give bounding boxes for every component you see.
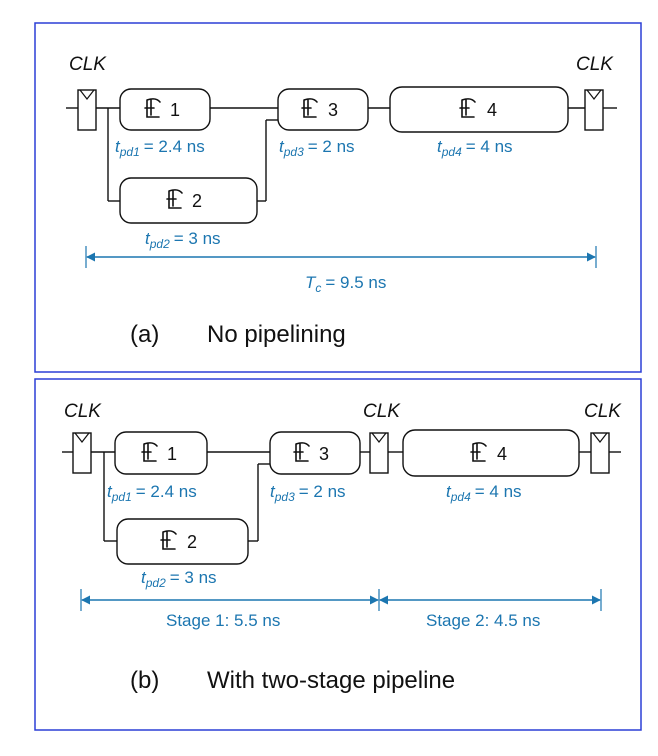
tpd1-label: tpd1= 2.4 ns [115,137,205,159]
cl-block-3: 3 [277,88,369,131]
cl-block-4: 4 [402,429,580,477]
svg-text:2: 2 [187,532,197,552]
caption-a-letter: (a) [130,321,159,348]
stage1-label: Stage 1: 5.5 ns [166,611,280,630]
cl-block-4: 4 [389,86,569,133]
cycle-time-label: Tc= 9.5 ns [305,273,386,295]
cl-block-2: 2 [116,518,249,565]
clk-label-left: CLK [69,54,107,75]
cycle-time-arrow [85,246,597,268]
panel-b-wires [62,451,621,542]
svg-text:1: 1 [170,100,180,120]
tpd2-label: tpd2= 3 ns [145,229,221,251]
svg-text:3: 3 [328,100,338,120]
panel-a-frame [34,22,642,373]
tpd2-label: tpd2= 3 ns [141,568,217,590]
tpd1-label: tpd1= 2.4 ns [107,482,197,504]
tpd3-label: tpd3= 2 ns [279,137,355,159]
clk-label-left: CLK [64,401,102,422]
panel-b-frame [34,378,642,731]
tpd4-label: tpd4= 4 ns [446,482,522,504]
clk-label-mid: CLK [363,401,401,422]
stage-arrows [80,589,602,611]
clk-label-right: CLK [576,54,614,75]
register-flop-icon [72,432,92,474]
caption-a-text: No pipelining [207,321,346,348]
register-flop-icon [590,432,610,474]
panel-a: CLK CLK 1 2 3 4 tpd1= 2.4 ns tpd2= 3 ns … [34,22,642,373]
cl-block-1: 1 [114,431,208,475]
clk-label-right: CLK [584,401,622,422]
svg-text:2: 2 [192,191,202,211]
register-flop-icon [369,432,389,474]
tpd4-label: tpd4= 4 ns [437,137,513,159]
caption-b-letter: (b) [130,667,159,694]
panel-b: CLK CLK CLK 1 2 3 4 tpd1= 2.4 ns tpd2= 3… [34,378,642,731]
panel-a-wires [66,107,617,202]
register-flop-icon [77,89,97,131]
cl-block-1: 1 [119,88,211,131]
caption-b-text: With two-stage pipeline [207,667,455,694]
svg-text:3: 3 [319,444,329,464]
cl-block-3: 3 [269,431,361,475]
stage2-label: Stage 2: 4.5 ns [426,611,540,630]
svg-text:4: 4 [497,444,507,464]
tpd3-label: tpd3= 2 ns [270,482,346,504]
svg-text:4: 4 [487,100,497,120]
register-flop-icon [584,89,604,131]
cl-block-2: 2 [119,177,258,224]
svg-text:1: 1 [167,444,177,464]
